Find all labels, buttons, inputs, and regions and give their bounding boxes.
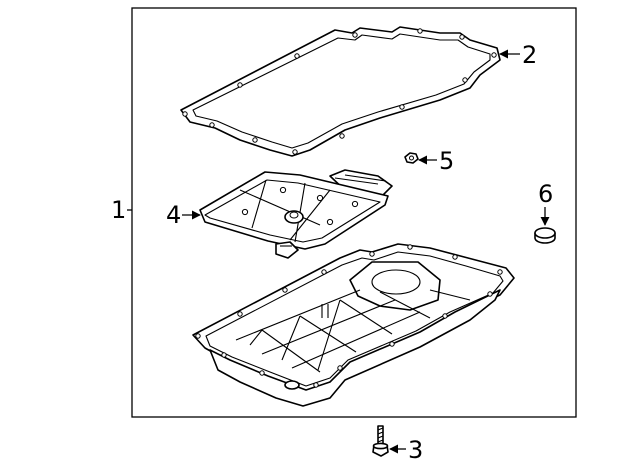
pan-plug — [534, 227, 556, 244]
callout-2: 2 — [522, 41, 537, 69]
callout-4: 4 — [166, 201, 181, 229]
callout-1: 1 — [111, 196, 126, 224]
callout-5: 5 — [439, 147, 454, 175]
gasket-bolt-holes — [182, 28, 497, 155]
transmission-filter — [199, 169, 393, 259]
pan-gasket — [180, 26, 501, 157]
pan-bolt-holes — [195, 244, 503, 388]
oil-pan — [192, 243, 515, 407]
assembly-frame — [131, 7, 577, 418]
callout-6: 6 — [538, 180, 553, 208]
pan-bolt — [372, 425, 389, 457]
callout-3: 3 — [408, 436, 423, 464]
retaining-nut — [404, 152, 419, 164]
